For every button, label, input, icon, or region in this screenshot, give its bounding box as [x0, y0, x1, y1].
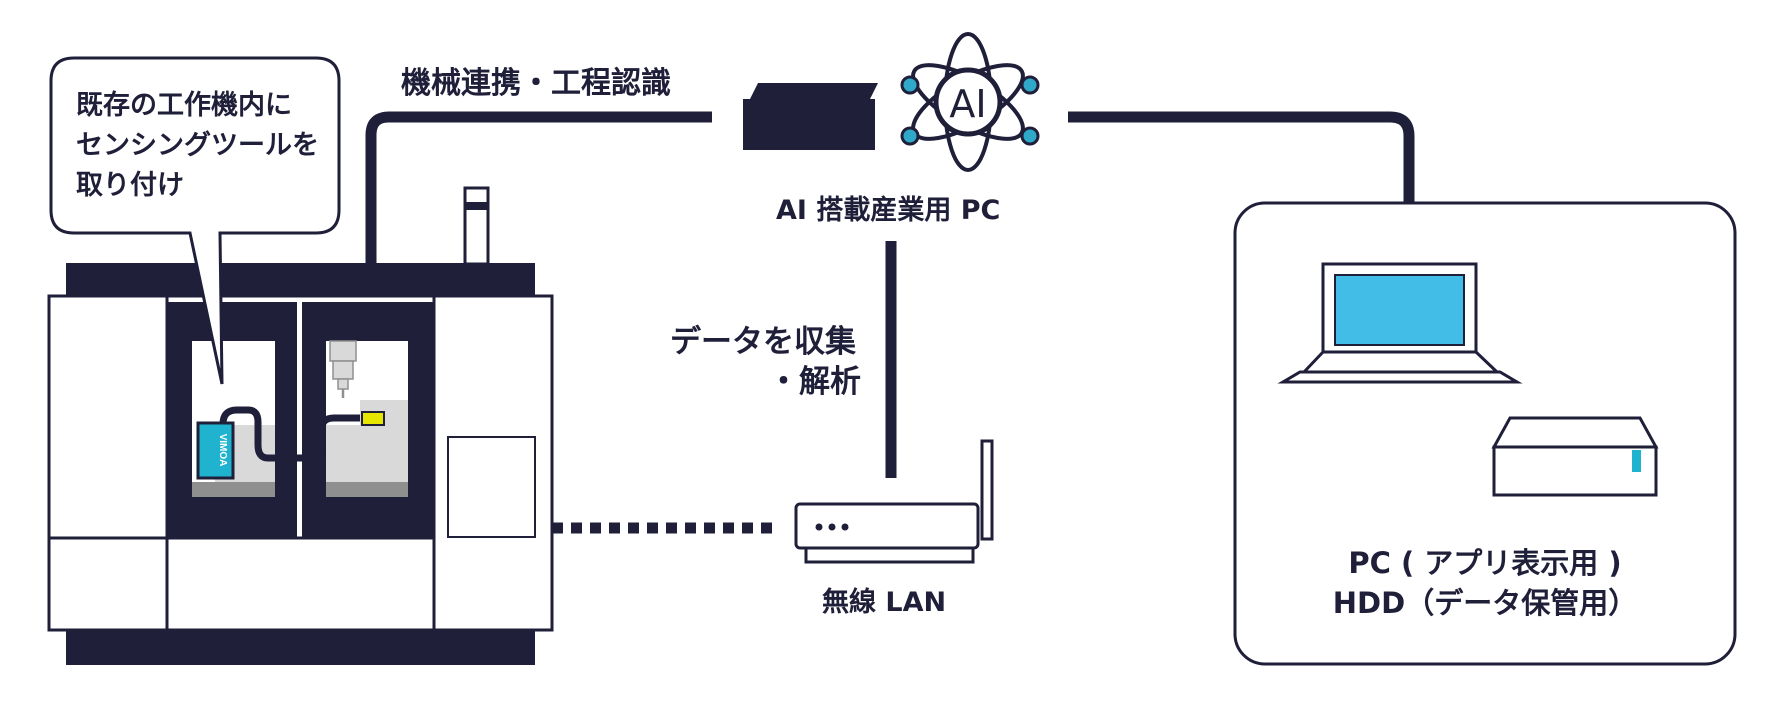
ai-atom-icon: AI [900, 32, 1040, 172]
bubble-text: 既存の工作機内に センシングツールを 取り付け [76, 86, 319, 206]
ai-icon-text: AI [949, 82, 986, 126]
work-table-right [326, 482, 408, 497]
router-body [794, 502, 980, 550]
label-collect-line1: データを収集 [670, 324, 856, 360]
label-pc: PC ( アプリ表示用 ) [1348, 546, 1622, 580]
sensor-brand-text: VIMOA [217, 434, 228, 467]
bubble-line-1: 既存の工作機内に [76, 90, 292, 121]
sensor-cable [219, 406, 360, 462]
sensing-tool-icon: VIMOA [196, 421, 235, 480]
label-hdd: HDD（データ保管用） [1332, 586, 1638, 620]
signal-tower [463, 186, 490, 266]
connector-ai-pc-to-pc-box [1068, 111, 1415, 203]
laptop-icon [1277, 262, 1523, 384]
work-table-left [192, 482, 275, 497]
bubble-line-3: 取り付け [76, 170, 184, 201]
workpiece-right [326, 425, 408, 482]
machine-tool: VIMOA [47, 186, 554, 665]
machine-base [66, 628, 535, 665]
control-panel [447, 436, 536, 538]
router-antenna [980, 439, 994, 541]
connector-machine-to-ai-pc [365, 111, 712, 265]
hdd-icon [1491, 416, 1659, 497]
industrial-pc-icon [743, 83, 878, 150]
machine-top-bar [66, 263, 535, 296]
label-collect-line2: ・解析 [768, 364, 861, 400]
label-wireless: 無線 LAN [822, 587, 947, 618]
wireless-router-icon [794, 439, 994, 564]
label-machine-link: 機械連携・工程認識 [401, 66, 671, 101]
indicator-yellow [361, 411, 385, 426]
signal-tower-band [465, 202, 488, 210]
speech-bubble [49, 56, 341, 385]
spindle-icon [329, 340, 357, 398]
bubble-line-2: センシングツールを [76, 130, 319, 161]
label-ai-pc: AI 搭載産業用 PC [776, 195, 1001, 226]
